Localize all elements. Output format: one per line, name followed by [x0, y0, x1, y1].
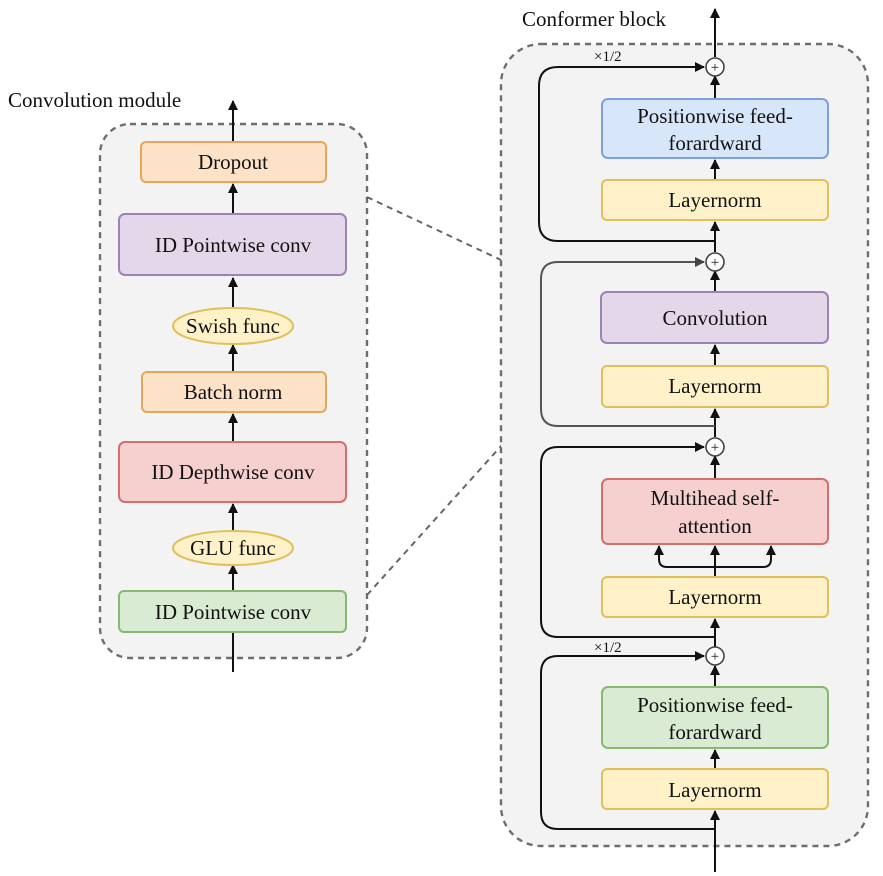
sum-node-top: + [705, 57, 725, 77]
pointwise-conv-bottom-block [118, 590, 347, 633]
conformer-panel [499, 42, 870, 848]
svg-text:+: + [711, 60, 719, 76]
layernorm-4-label: Layernorm [668, 188, 761, 212]
mhsa-label-line1: Multihead self- [651, 486, 780, 510]
half-scale-top: ×1/2 [594, 49, 622, 65]
depthwise-conv-block [118, 441, 347, 503]
residual-ff-bottom [540, 651, 715, 830]
mhsa-label-line2: attention [678, 514, 752, 538]
svg-text:+: + [711, 255, 719, 271]
svg-text:+: + [711, 440, 719, 456]
ff-bottom-block [601, 686, 829, 749]
layernorm-1-label: Layernorm [668, 778, 761, 802]
swish-func-block [172, 307, 294, 345]
svg-text:+: + [711, 649, 719, 665]
sum-node-conv: + [705, 252, 725, 272]
mhsa-block [601, 478, 829, 545]
residual-mhsa [540, 442, 715, 638]
batch-norm-label: Batch norm [184, 380, 283, 404]
layernorm-3-label: Layernorm [668, 374, 761, 398]
layernorm-4-block [601, 179, 829, 221]
residual-conv [540, 257, 715, 427]
ff-top-label-line2: forardward [668, 131, 762, 155]
dropout-label: Dropout [198, 150, 268, 174]
sum-node-bottom: + [705, 646, 725, 666]
ff-bottom-label-line1: Positionwise feed- [637, 693, 793, 717]
convolution-label: Convolution [662, 306, 768, 330]
depthwise-conv-label: ID Depthwise conv [151, 460, 315, 484]
layernorm-2-block [601, 576, 829, 618]
swish-func-label: Swish func [186, 314, 280, 338]
layernorm-1-block [601, 768, 829, 810]
pointwise-conv-top-label: ID Pointwise conv [155, 233, 312, 257]
residual-ff-top [538, 62, 715, 242]
glu-func-block [172, 530, 294, 566]
layernorm-2-label: Layernorm [668, 585, 761, 609]
dropout-block [140, 141, 327, 183]
attention-split-left [654, 545, 715, 568]
attention-split-right [715, 545, 776, 568]
layernorm-3-block [601, 365, 829, 408]
half-scale-bottom: ×1/2 [594, 640, 622, 656]
convolution-block [600, 291, 829, 344]
conv-module-title: Convolution module [8, 88, 181, 112]
ff-bottom-label-line2: forardward [668, 720, 762, 744]
pointwise-conv-bottom-label: ID Pointwise conv [155, 600, 312, 624]
batch-norm-block [141, 371, 327, 413]
sum-node-mhsa: + [705, 437, 725, 457]
glu-func-label: GLU func [190, 536, 276, 560]
conformer-title: Conformer block [522, 7, 667, 31]
ff-top-block [601, 98, 829, 159]
pointwise-conv-top-block [118, 213, 347, 276]
ff-top-label-line1: Positionwise feed- [637, 104, 793, 128]
